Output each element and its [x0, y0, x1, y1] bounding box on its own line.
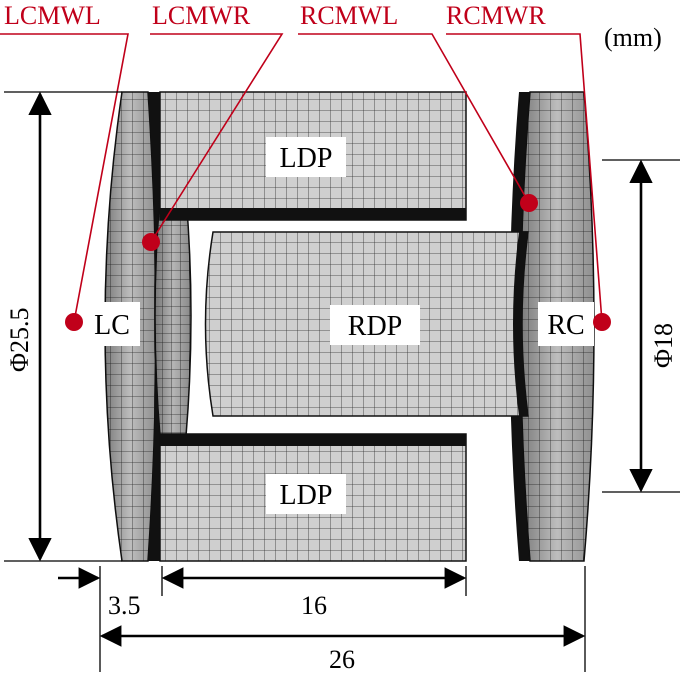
- probe-rcmwl: RCMWL: [298, 1, 538, 212]
- region-label-ldp-bottom: LDP: [266, 474, 346, 514]
- cap-thickness-label: 3.5: [108, 591, 141, 620]
- svg-text:RC: RC: [547, 310, 584, 341]
- region-label-ldp-top: LDP: [266, 137, 346, 177]
- svg-text:RDP: RDP: [348, 311, 402, 342]
- dimension-inner-diameter: Φ18: [602, 159, 680, 493]
- ldp-length-label: 16: [301, 591, 327, 620]
- probe-label-lcmwl: LCMWL: [4, 1, 101, 30]
- probe-label-rcmwl: RCMWL: [300, 1, 398, 30]
- unit-label: (mm): [604, 23, 662, 52]
- probe-label-lcmwr: LCMWR: [152, 1, 251, 30]
- outer-diameter-label: Φ25.5: [5, 307, 34, 372]
- region-label-rc: RC: [538, 302, 594, 346]
- probe-lcmwr: LCMWR: [142, 1, 284, 251]
- svg-text:LDP: LDP: [280, 480, 333, 511]
- probe-rcmwr: RCMWR: [446, 1, 611, 331]
- inner-diameter-label: Φ18: [649, 323, 678, 368]
- region-label-lc: LC: [84, 302, 140, 346]
- svg-text:LC: LC: [94, 310, 130, 341]
- left-inner-ring: [154, 195, 192, 437]
- total-length-label: 26: [329, 645, 355, 674]
- dimension-outer-diameter: Φ25.5: [2, 91, 122, 562]
- probe-lcmwl: LCMWL: [0, 1, 129, 331]
- dimension-horizontal: 3.5 16 26: [58, 566, 586, 674]
- region-label-rdp: RDP: [330, 305, 420, 345]
- probe-label-rcmwr: RCMWR: [446, 1, 546, 30]
- svg-text:LDP: LDP: [280, 143, 333, 174]
